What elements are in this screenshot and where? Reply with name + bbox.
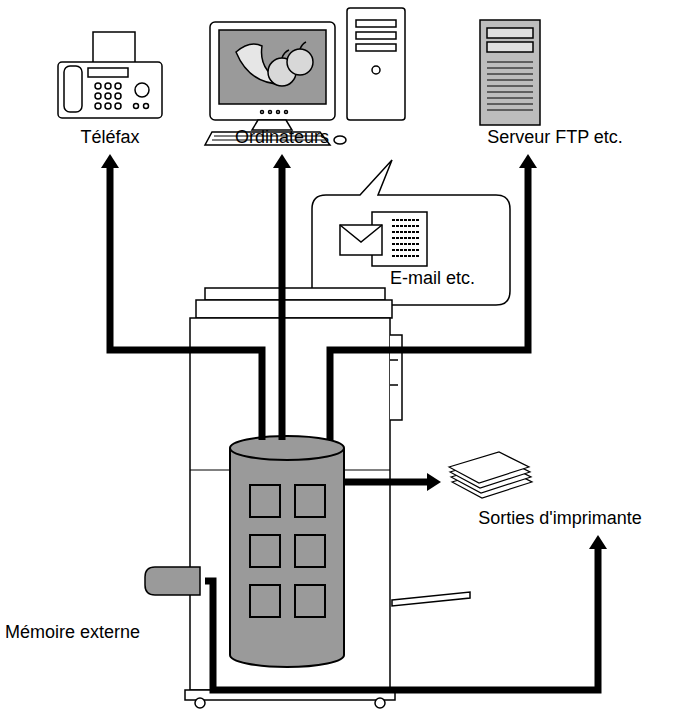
device-label: Ordinateurs — [231, 127, 334, 150]
node-label: Téléfax — [80, 127, 139, 148]
node-label: Mémoire externe — [5, 622, 140, 643]
callout-box: E-mail etc. — [312, 195, 510, 305]
flow-arrow — [110, 168, 262, 440]
flow-arrow — [205, 549, 598, 690]
storage-cylinder — [230, 436, 344, 667]
memory-node: Mémoire externe — [5, 560, 205, 645]
node-label: E-mail etc. — [390, 268, 475, 289]
flow-arrow — [330, 168, 528, 440]
device-label: Téléfax — [76, 127, 144, 150]
storage-hub — [230, 440, 345, 660]
server-icon — [480, 20, 540, 125]
node-label: Sorties d'imprimante — [478, 508, 642, 529]
flow-arrow — [279, 168, 286, 440]
node-label: Serveur FTP etc. — [487, 127, 623, 148]
paper-stack — [449, 452, 532, 498]
memory-stub — [145, 567, 200, 595]
callout-bubble — [312, 160, 510, 305]
computer-icon — [205, 8, 405, 145]
fax-icon — [58, 32, 162, 118]
output-node: Sorties d'imprimante — [445, 445, 675, 531]
flow-arrow — [345, 479, 427, 486]
node-label: Ordinateurs — [235, 127, 329, 148]
device-label: Serveur FTP etc. — [483, 127, 627, 150]
